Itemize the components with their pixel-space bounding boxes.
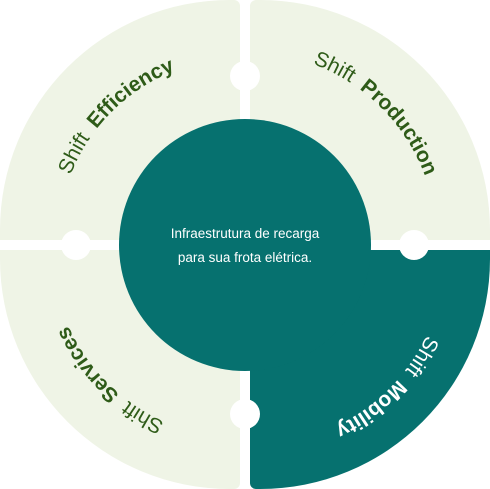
- center-text-line-2: para sua frota elétrica.: [178, 250, 312, 265]
- center-circle: [119, 119, 371, 371]
- center-text-line-1: Infraestrutura de recarga: [171, 226, 320, 241]
